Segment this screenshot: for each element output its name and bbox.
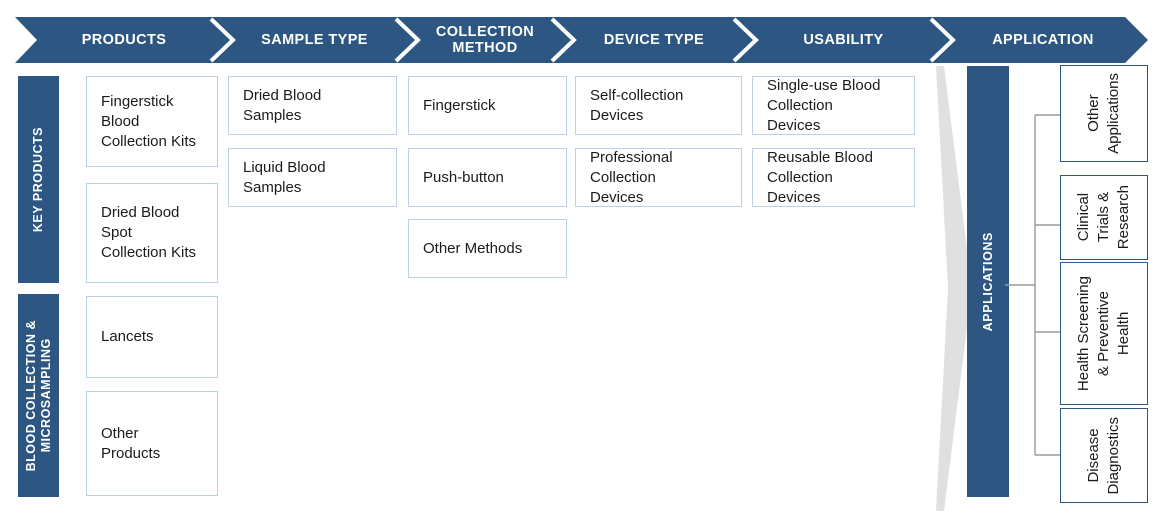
sidebar-key-products: KEY PRODUCTS xyxy=(18,76,59,283)
applications-bar-label: APPLICATIONS xyxy=(981,231,995,332)
sidebar-blood-collection-microsampling: BLOOD COLLECTION & MICROSAMPLING xyxy=(18,294,59,497)
products-item-other-products[interactable]: Other Products xyxy=(86,391,218,496)
usability-item-reusable-blood-collection-devices[interactable]: Reusable Blood Collection Devices xyxy=(752,148,915,207)
stage-label-usability: USABILITY xyxy=(803,32,884,48)
banner-chevron-shape xyxy=(15,17,1148,63)
products-item-lancets[interactable]: Lancets xyxy=(86,296,218,378)
stage-label-products: PRODUCTS xyxy=(81,32,167,48)
application-item-disease-diagnostics-label: Disease Diagnostics xyxy=(1085,416,1122,495)
collection-method-item-other-methods[interactable]: Other Methods xyxy=(408,219,567,278)
stage-label-application: APPLICATION xyxy=(992,32,1094,48)
application-item-health-screening-label: Health Screening & Preventive Health xyxy=(1075,275,1132,392)
application-item-clinical-trials-research-label: Clinical Trials & Research xyxy=(1075,185,1132,250)
application-item-clinical-trials-research[interactable]: Clinical Trials & Research xyxy=(1060,175,1148,260)
usability-item-single-use-blood-collection-devices[interactable]: Single-use Blood Collection Devices xyxy=(752,76,915,135)
application-item-other-applications[interactable]: Other Applications xyxy=(1060,65,1148,162)
products-item-fingerstick-blood-collection-kits[interactable]: Fingerstick Blood Collection Kits xyxy=(86,76,218,167)
funnel-arrow-icon xyxy=(936,66,972,511)
stage-label-sample-type: SAMPLE TYPE xyxy=(261,32,368,48)
collection-method-item-fingerstick[interactable]: Fingerstick xyxy=(408,76,567,135)
collection-method-item-push-button[interactable]: Push-button xyxy=(408,148,567,207)
device-type-item-self-collection-devices[interactable]: Self-collection Devices xyxy=(575,76,742,135)
applications-bar: APPLICATIONS xyxy=(967,66,1009,497)
application-item-disease-diagnostics[interactable]: Disease Diagnostics xyxy=(1060,408,1148,503)
application-item-health-screening-preventive-health[interactable]: Health Screening & Preventive Health xyxy=(1060,262,1148,405)
stage-label-collection-method: COLLECTION METHOD xyxy=(435,24,535,56)
sample-type-item-liquid-blood-samples[interactable]: Liquid Blood Samples xyxy=(228,148,397,207)
applications-tree-connectors xyxy=(1005,114,1060,456)
application-item-other-applications-label: Other Applications xyxy=(1085,73,1122,154)
sample-type-item-dried-blood-samples[interactable]: Dried Blood Samples xyxy=(228,76,397,135)
stage-banner: PRODUCTS SAMPLE TYPE COLLECTION METHOD D… xyxy=(15,17,1148,63)
stage-label-device-type: DEVICE TYPE xyxy=(603,32,705,48)
products-item-dried-blood-spot-collection-kits[interactable]: Dried Blood Spot Collection Kits xyxy=(86,183,218,283)
sidebar-key-products-label: KEY PRODUCTS xyxy=(31,126,45,233)
device-type-item-professional-collection-devices[interactable]: Professional Collection Devices xyxy=(575,148,742,207)
sidebar-blood-collection-label: BLOOD COLLECTION & MICROSAMPLING xyxy=(23,319,53,472)
